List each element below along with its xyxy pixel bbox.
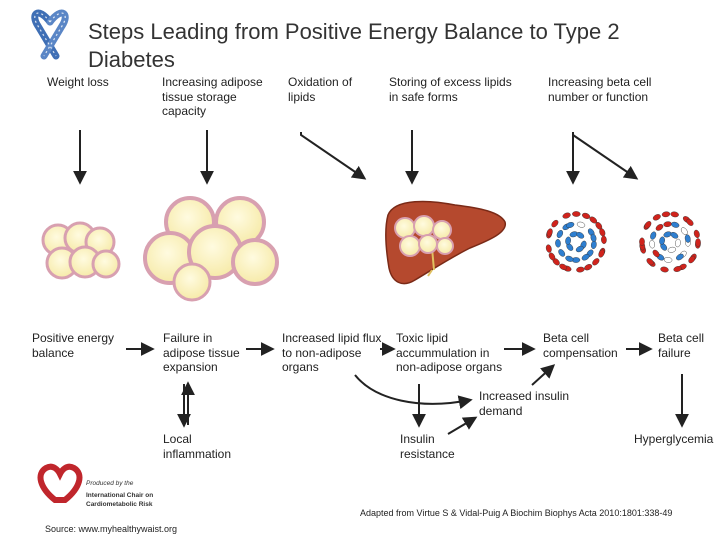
small-adipocytes-image (41, 221, 121, 280)
islet-cell (566, 222, 575, 228)
arrow-resistance-to-demand (447, 416, 478, 435)
islet-cell (695, 238, 701, 247)
beta-islet-left-image (546, 212, 606, 272)
citation-text: Adapted from Virtue S & Vidal-Puig A Bio… (360, 508, 673, 518)
flow-arrows (126, 342, 689, 435)
islet-cell (555, 239, 561, 248)
islet-cell (576, 232, 585, 239)
awareness-ribbon-icon (31, 9, 69, 60)
islet-cell (551, 219, 559, 228)
arrow-beta-increase-diag (572, 134, 639, 180)
islet-cell (688, 255, 696, 264)
islet-cell (576, 266, 585, 273)
islet-cell (558, 249, 566, 257)
islet-cell (686, 218, 694, 226)
islet-cell (575, 245, 584, 253)
label-lipid-flux: Increased lipid flux to non-adipose orga… (282, 331, 382, 374)
label-hyperglycemia: Hyperglycemia (634, 432, 714, 446)
islet-cell (556, 230, 564, 238)
islet-cell (671, 221, 680, 228)
source-text: Source: www.myhealthywaist.org (45, 524, 178, 534)
label-toxic-lipid: Toxic lipid accummulation in non-adipose… (396, 331, 503, 374)
islet-cell (562, 212, 571, 219)
islet-cell (565, 236, 571, 245)
liver-image (385, 200, 506, 285)
islet-cell (663, 257, 673, 263)
label-beta-increase: Increasing beta cell number or function (548, 75, 652, 104)
logo-produced-by: Produced by the (86, 480, 134, 487)
islet-cell (675, 238, 681, 248)
islet-cell (590, 233, 597, 243)
islet-cell (584, 264, 593, 271)
top-arrows (73, 130, 639, 185)
label-beta-compensation: Beta cell compensation (543, 331, 618, 360)
islet-cell (639, 237, 645, 247)
islet-cell (650, 231, 657, 240)
islet-cell (572, 211, 581, 217)
islet-cell (646, 258, 654, 266)
islet-cell (559, 263, 568, 271)
islet-cell (649, 240, 655, 249)
page-title: Steps Leading from Positive Energy Balan… (88, 19, 620, 72)
islet-cell (548, 252, 556, 261)
islet-cell (659, 236, 665, 245)
label-increased-insulin: Increased insulin demand (479, 389, 570, 418)
islet-cell (661, 211, 671, 218)
islet-cell (576, 221, 586, 228)
islet-cell (582, 212, 591, 219)
label-weight-loss: Weight loss (47, 75, 109, 89)
islet-cell (670, 232, 679, 239)
logo-chair-line2: Cardiometabolic Risk (86, 501, 153, 508)
islet-cell (652, 249, 660, 258)
islet-cell (680, 227, 688, 235)
beta-islet-right-image (640, 212, 700, 272)
islet-cell (676, 253, 684, 261)
label-beta-failure: Beta cell failure (658, 331, 705, 360)
arrow-flux-curve (354, 374, 473, 410)
label-insulin-resistance: Insulin resistance (400, 432, 455, 461)
islet-cell (644, 221, 652, 229)
islet-cell (598, 249, 605, 258)
islet-cell (565, 255, 574, 262)
islet-cell (670, 211, 679, 218)
islet-cell (592, 258, 600, 266)
arrow-demand-to-compensation (531, 364, 556, 386)
heart-logo-icon (37, 463, 83, 503)
islet-cell (601, 235, 607, 244)
islet-cell (693, 229, 700, 239)
label-adipose-capacity: Increasing adipose tissue storage capaci… (162, 75, 263, 118)
label-local-inflammation: Local inflammation (163, 432, 232, 461)
large-adipocytes-image (143, 196, 279, 302)
islet-cell (684, 234, 691, 243)
arrow-oxidation (300, 132, 367, 180)
islet-cell (655, 224, 664, 231)
logo-chair-line1: International Chair on (86, 492, 154, 499)
islet-cell (667, 246, 677, 253)
label-positive-energy: Positive energy balance (32, 331, 115, 360)
islet-cell (545, 244, 552, 253)
islet-cell (581, 253, 590, 261)
islet-cell (673, 266, 682, 272)
label-failure-adipose: Failure in adipose tissue expansion (163, 331, 240, 374)
islet-cell (652, 214, 661, 221)
label-oxidation: Oxidation of lipids (288, 75, 353, 104)
label-storing: Storing of excess lipids in safe forms (389, 75, 512, 104)
islet-cell (546, 228, 553, 237)
islet-cell (660, 266, 669, 273)
